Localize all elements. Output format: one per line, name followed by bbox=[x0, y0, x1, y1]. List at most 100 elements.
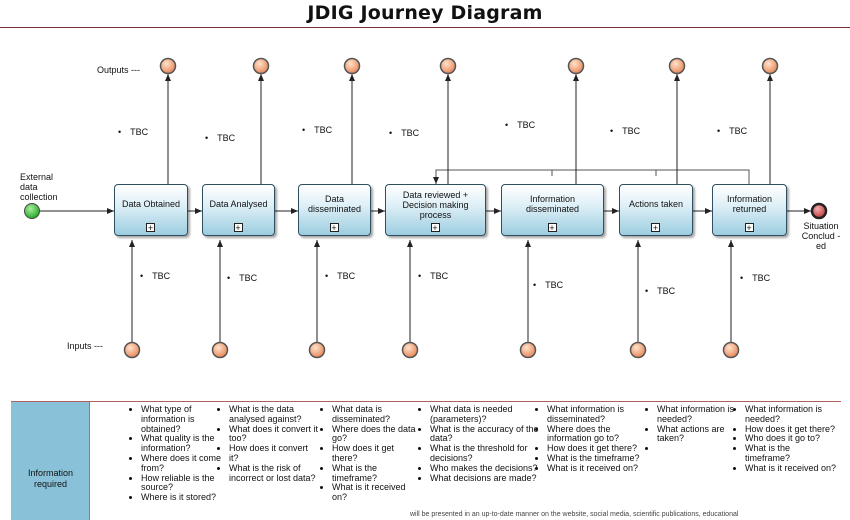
expand-icon[interactable]: + bbox=[547, 223, 557, 233]
input-note-2: TBC bbox=[227, 273, 257, 283]
input-note-5: TBC bbox=[533, 280, 563, 290]
start-event-label: External data collection bbox=[20, 172, 58, 202]
list-item: Who does it go to? bbox=[745, 434, 837, 444]
info-column-1: What type of information is obtained? Wh… bbox=[128, 404, 231, 503]
list-item: How does it get there? bbox=[547, 443, 647, 454]
list-item: What information is needed? bbox=[657, 404, 739, 425]
list-item: What type of information is obtained? bbox=[141, 404, 231, 434]
output-node-7 bbox=[761, 57, 779, 75]
list-item: How does it convert it? bbox=[229, 443, 319, 464]
footer-caption: will be presented in an up-to-date manne… bbox=[410, 511, 739, 518]
output-note-1: TBC bbox=[118, 127, 148, 137]
process-box-data-reviewed[interactable]: Data reviewed + Decision making process … bbox=[385, 184, 486, 236]
title-divider bbox=[0, 27, 850, 28]
info-column-6: What information is needed? What actions… bbox=[644, 404, 739, 454]
expand-icon[interactable]: + bbox=[651, 223, 660, 233]
expand-icon[interactable]: + bbox=[744, 223, 754, 233]
info-column-2: What is the data analysed against? What … bbox=[216, 404, 319, 484]
list-item: What does it convert it too? bbox=[229, 424, 319, 445]
expand-icon[interactable]: + bbox=[146, 223, 155, 233]
output-note-5: TBC bbox=[505, 120, 535, 130]
list-item: What is it received on? bbox=[745, 463, 837, 474]
input-node-6 bbox=[629, 341, 647, 359]
output-node-1 bbox=[159, 57, 177, 75]
start-event bbox=[24, 203, 40, 219]
process-box-information-returned[interactable]: Information returned + bbox=[712, 184, 787, 236]
list-item: What is the data analysed against? bbox=[229, 404, 319, 425]
outputs-label: Outputs --- bbox=[97, 65, 141, 75]
list-item: What is the timeframe? bbox=[745, 443, 837, 464]
output-note-7: TBC bbox=[717, 126, 747, 136]
list-item: Where does it come from? bbox=[141, 453, 231, 474]
input-note-4: TBC bbox=[418, 271, 448, 281]
output-node-3 bbox=[343, 57, 361, 75]
info-column-4: What data is needed (parameters)? What i… bbox=[417, 404, 540, 484]
list-item: What is the timeframe? bbox=[332, 463, 422, 484]
list-item: Where does the data go? bbox=[332, 424, 422, 445]
information-required-table: Information required What type of inform… bbox=[11, 401, 841, 520]
list-item: What is the timeframe? bbox=[547, 453, 647, 464]
list-item: What actions are taken? bbox=[657, 424, 739, 445]
list-item: What decisions are made? bbox=[430, 473, 540, 484]
output-note-4: TBC bbox=[389, 128, 419, 138]
input-note-6: TBC bbox=[645, 286, 675, 296]
input-note-3: TBC bbox=[325, 271, 355, 281]
input-node-7 bbox=[722, 341, 740, 359]
output-node-2 bbox=[252, 57, 270, 75]
process-label: Data Obtained bbox=[121, 199, 181, 209]
flow-diagram bbox=[24, 57, 828, 359]
info-column-5: What information is disseminated? Where … bbox=[534, 404, 647, 474]
process-box-data-disseminated[interactable]: Data disseminated + bbox=[298, 184, 371, 236]
process-label: Data Analysed bbox=[209, 199, 268, 209]
input-note-1: TBC bbox=[140, 271, 170, 281]
list-item: What is the threshold for decisions? bbox=[430, 443, 540, 464]
list-item: What data is needed (parameters)? bbox=[430, 404, 540, 425]
expand-icon[interactable]: + bbox=[233, 223, 243, 233]
process-label: Data disseminated bbox=[307, 194, 362, 214]
list-item: What is the risk of incorrect or lost da… bbox=[229, 463, 319, 484]
list-item: What quality is the information? bbox=[141, 434, 231, 454]
input-node-2 bbox=[211, 341, 229, 359]
list-item bbox=[657, 444, 739, 454]
table-header-label: Information required bbox=[27, 468, 74, 489]
input-node-1 bbox=[123, 341, 141, 359]
process-label: Data reviewed + Decision making process bbox=[402, 190, 469, 220]
inputs-label: Inputs --- bbox=[67, 341, 104, 351]
process-label: Actions taken bbox=[628, 199, 684, 209]
output-note-6: TBC bbox=[610, 126, 640, 136]
process-label: Information returned bbox=[726, 194, 773, 214]
list-item: What is it received on? bbox=[547, 463, 647, 474]
table-header-cell: Information required bbox=[11, 402, 90, 520]
expand-icon[interactable]: + bbox=[430, 223, 440, 233]
process-box-data-obtained[interactable]: Data Obtained + bbox=[114, 184, 188, 236]
feedback-loop bbox=[433, 169, 750, 184]
list-item: Where does the information go to? bbox=[547, 424, 647, 445]
list-item: What is the accuracy of the data? bbox=[430, 424, 540, 445]
list-item: How does it get there? bbox=[745, 424, 837, 435]
output-note-3: TBC bbox=[302, 125, 332, 135]
process-box-information-disseminated[interactable]: Information disseminated + bbox=[501, 184, 604, 236]
input-node-3 bbox=[308, 341, 326, 359]
output-node-5 bbox=[567, 57, 585, 75]
list-item: What is it received on? bbox=[332, 483, 422, 503]
list-item: How does it get there? bbox=[332, 443, 422, 464]
end-event bbox=[810, 202, 828, 220]
input-note-7: TBC bbox=[740, 273, 770, 283]
list-item: Who makes the decisions? bbox=[430, 463, 540, 474]
list-item: What information is needed? bbox=[745, 404, 837, 425]
list-item: What data is disseminated? bbox=[332, 404, 422, 425]
end-event-label: Situation Conclud -ed bbox=[801, 221, 841, 251]
info-column-7: What information is needed? How does it … bbox=[732, 404, 837, 474]
list-item: What information is disseminated? bbox=[547, 404, 647, 425]
output-node-4 bbox=[439, 57, 457, 75]
process-label: Information disseminated bbox=[525, 194, 580, 214]
page-title: JDIG Journey Diagram bbox=[307, 2, 543, 24]
list-item: Where is it stored? bbox=[141, 492, 231, 503]
output-node-6 bbox=[668, 57, 686, 75]
list-item: How reliable is the source? bbox=[141, 473, 231, 494]
process-box-data-analysed[interactable]: Data Analysed + bbox=[202, 184, 275, 236]
expand-icon[interactable]: + bbox=[329, 223, 339, 233]
process-box-actions-taken[interactable]: Actions taken + bbox=[619, 184, 693, 236]
info-column-3: What data is disseminated? Where does th… bbox=[319, 404, 422, 503]
input-node-5 bbox=[519, 341, 537, 359]
